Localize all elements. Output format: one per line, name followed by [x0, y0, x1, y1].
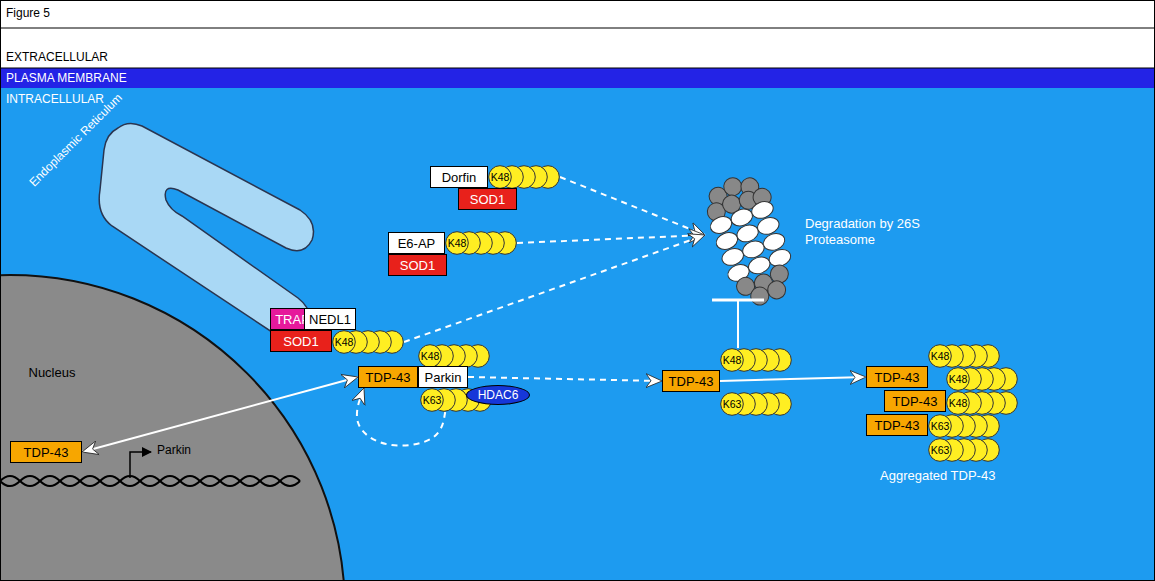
protein-box: TDP-43: [884, 390, 946, 412]
ubiquitin-chain: K63: [720, 392, 792, 416]
protein-box: Parkin: [418, 366, 468, 388]
title-rule: [0, 28, 1155, 29]
ubiquitin-chain: K48: [488, 165, 560, 189]
ubiquitin-label: K48: [418, 344, 442, 368]
protein-label: Dorfin: [442, 170, 477, 185]
proteasome-cap: [765, 278, 788, 301]
arrow-connector: [517, 235, 705, 243]
protein-label: NEDL1: [309, 312, 351, 327]
protein-label: TDP-43: [875, 370, 920, 385]
arrow-connector: [560, 177, 705, 235]
protein-label: TDP-43: [24, 445, 69, 460]
protein-label: TDP-43: [669, 374, 714, 389]
ubiquitin-label: K63: [420, 388, 444, 412]
membrane-edge: [0, 68, 1155, 69]
extracellular-band: EXTRACELLULAR: [0, 28, 1155, 68]
caption-label: Aggregated TDP-43: [880, 468, 995, 483]
protein-box: NEDL1: [304, 308, 356, 330]
protein-ellipse: HDAC6: [466, 385, 530, 405]
ubiquitin-bead: [929, 415, 952, 438]
proteasome: Degradation by 26S Proteasome: [705, 175, 795, 300]
ubiquitin-bead: [446, 232, 469, 255]
protein-label: E6-AP: [398, 236, 436, 251]
ubiquitin-chain: K48: [720, 348, 792, 372]
proteasome-ring: [746, 254, 772, 277]
ubiquitin-bead: [489, 166, 512, 189]
inhibition-connector: [737, 300, 739, 348]
protein-box: TDP-43: [662, 370, 720, 392]
ubiquitin-bead: [419, 345, 442, 368]
ubiquitin-label: K63: [928, 438, 952, 462]
ubiquitin-chain: K48: [928, 344, 1000, 368]
protein-label: TDP-43: [366, 370, 411, 385]
protein-label: SOD1: [283, 334, 318, 349]
region-label: EXTRACELLULAR: [6, 50, 108, 64]
protein-box: TDP-43: [866, 414, 928, 436]
region-label: INTRACELLULAR: [6, 92, 104, 106]
protein-label: HDAC6: [478, 388, 519, 402]
ubiquitin-bead: [421, 389, 444, 412]
ubiquitin-bead: [947, 392, 970, 415]
protein-box: SOD1: [388, 254, 447, 276]
ubiquitin-label: K48: [720, 348, 744, 372]
ubiquitin-chain: K63: [928, 438, 1000, 462]
dna-strand: [0, 476, 300, 486]
ubiquitin-bead: [929, 439, 952, 462]
protein-box: TDP-43: [358, 366, 418, 388]
ubiquitin-bead: [333, 331, 356, 354]
ubiquitin-chain: K48: [332, 330, 404, 354]
arrow-connector: [357, 388, 445, 446]
protein-label: Parkin: [425, 370, 462, 385]
ubiquitin-bead: [929, 345, 952, 368]
ubiquitin-chain: K48: [946, 367, 1018, 391]
ubiquitin-label: K48: [488, 165, 512, 189]
ubiquitin-chain: K48: [946, 391, 1018, 415]
protein-label: SOD1: [470, 192, 505, 207]
protein-box: TDP-43: [10, 441, 82, 463]
proteasome-illustration: [697, 167, 805, 312]
plasma-membrane-band: [0, 68, 1155, 88]
arrow-connector: [720, 377, 866, 381]
ubiquitin-label: K48: [332, 330, 356, 354]
intracellular-region: INTRACELLULAREndoplasmic ReticulumNucleu…: [0, 88, 1155, 581]
gene-label: Parkin: [157, 443, 191, 457]
figure-title: Figure 5: [6, 6, 50, 20]
ubiquitin-label: K48: [946, 367, 970, 391]
ubiquitin-chain: K63: [928, 414, 1000, 438]
protein-box: SOD1: [458, 188, 517, 210]
protein-label: SOD1: [400, 258, 435, 273]
protein-box: SOD1: [270, 330, 332, 352]
ubiquitin-label: K48: [946, 391, 970, 415]
protein-label: TDP-43: [875, 418, 920, 433]
ubiquitin-bead: [947, 368, 970, 391]
protein-label: TDP-43: [893, 394, 938, 409]
region-label: Nucleus: [29, 365, 76, 380]
region-label: Degradation by 26S Proteasome: [805, 216, 945, 249]
ubiquitin-label: K63: [720, 392, 744, 416]
ubiquitin-bead: [721, 393, 744, 416]
ubiquitin-label: K48: [928, 344, 952, 368]
region-label: PLASMA MEMBRANE: [6, 71, 127, 85]
transcription-arrow: [130, 452, 151, 478]
arrow-connector: [468, 377, 662, 381]
protein-box: Dorfin: [430, 166, 488, 188]
ubiquitin-bead: [721, 349, 744, 372]
ubiquitin-chain: K48: [418, 344, 490, 368]
arrow-connector: [82, 377, 358, 452]
membrane-band: PLASMA MEMBRANE: [0, 68, 1155, 88]
ubiquitin-label: K63: [928, 414, 952, 438]
protein-box: E6-AP: [388, 232, 445, 254]
dna-strand: [0, 476, 300, 486]
ubiquitin-label: K48: [445, 231, 469, 255]
er-shape: [99, 123, 313, 338]
ubiquitin-chain: K48: [445, 231, 517, 255]
protein-box: TDP-43: [866, 366, 928, 388]
